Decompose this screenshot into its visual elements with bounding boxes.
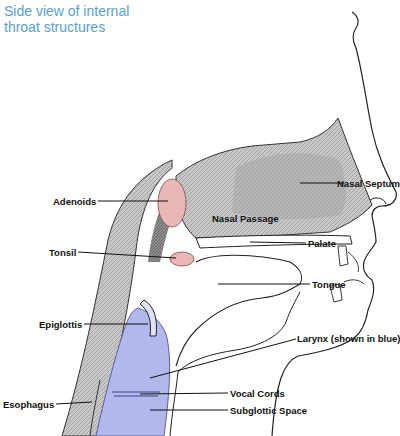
epiglottis [140, 300, 157, 336]
throat-shadow [148, 178, 186, 262]
part-label: Nasal Passage [212, 213, 279, 224]
septum-shade [232, 153, 346, 219]
neck-line [170, 372, 178, 436]
nostril [370, 198, 386, 204]
mouth-floor [178, 292, 300, 372]
diagram-title: Side view of internal throat structures [4, 3, 154, 35]
larynx [96, 308, 170, 436]
upper-tooth [338, 246, 348, 266]
tonsil [170, 252, 194, 266]
part-label: Larynx (shown in blue) [297, 333, 400, 344]
part-label: Palate [308, 238, 336, 249]
lips [344, 252, 364, 284]
part-label: Subglottic Space [230, 405, 307, 416]
part-label: Tongue [312, 279, 346, 290]
part-label: Nasal Septum [337, 178, 400, 189]
esophagus [90, 380, 100, 436]
part-label: Esophagus [3, 399, 54, 410]
part-label: Tonsil [49, 247, 76, 258]
adenoids [158, 179, 186, 227]
face-profile [272, 12, 396, 436]
part-label: Epiglottis [39, 319, 82, 330]
palate [196, 235, 352, 248]
part-label: Vocal Cords [230, 388, 285, 399]
part-label: Adenoids [53, 196, 96, 207]
leader-lines [56, 183, 344, 410]
